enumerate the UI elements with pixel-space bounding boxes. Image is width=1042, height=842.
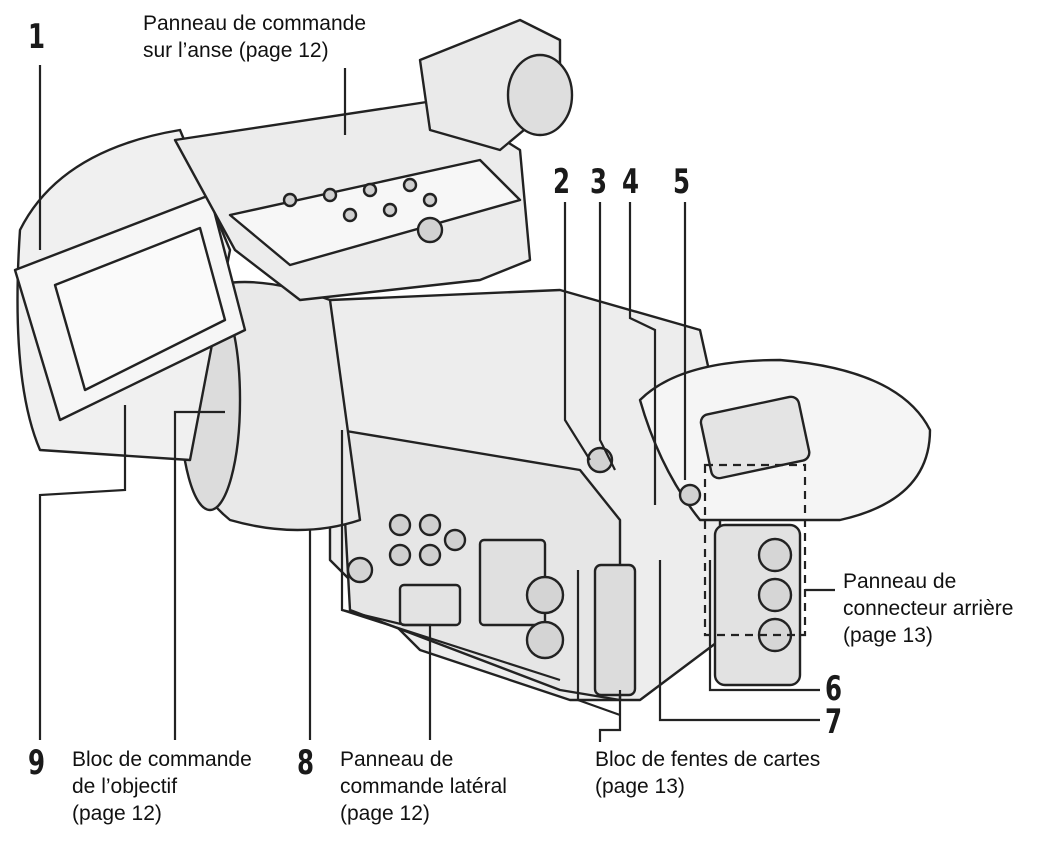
callout-4: 4 [622, 162, 640, 202]
callout-5: 5 [673, 162, 691, 202]
label-rear-panel-line2: connecteur arrière [843, 597, 1014, 620]
label-side-panel-line1: Panneau de [340, 748, 454, 771]
callout-7: 7 [825, 702, 843, 742]
leader-4 [628, 202, 657, 505]
card-slot [593, 563, 637, 697]
callout-9: 9 [28, 743, 46, 783]
leader-lens [173, 410, 225, 740]
mic-tip [506, 53, 574, 137]
leader-6 [708, 560, 820, 692]
leader-side-bracket [341, 608, 561, 682]
handle-top [228, 158, 522, 267]
label-card-slot-line2: (page 13) [595, 775, 685, 798]
eyecup-window [699, 395, 811, 480]
leader-3 [598, 202, 616, 471]
leader-2 [563, 202, 591, 461]
callout-8: 8 [297, 743, 315, 783]
label-side-panel-line3: (page 12) [340, 802, 430, 825]
label-lens-block-line1: Bloc de commande [72, 748, 252, 771]
label-handle-panel-line1: Panneau de commande [143, 12, 366, 35]
lcd-screen [53, 226, 227, 392]
label-lens-block: Bloc de commande de l’objectif (page 12) [72, 746, 252, 827]
label-side-panel-line2: commande latéral [340, 775, 507, 798]
leader-lines [38, 65, 835, 742]
leader-7 [658, 560, 820, 722]
callout-1: 1 [28, 17, 46, 57]
rear-bracket [703, 463, 807, 637]
leader-side [340, 430, 432, 740]
card-bracket [576, 570, 621, 717]
callout-3: 3 [590, 162, 608, 202]
leader-card [598, 690, 622, 742]
label-rear-panel-line1: Panneau de [843, 570, 957, 593]
callout-6: 6 [825, 669, 843, 709]
leader-9 [38, 405, 127, 740]
label-card-slot: Bloc de fentes de cartes (page 13) [595, 746, 820, 800]
label-rear-panel-line3: (page 13) [843, 624, 933, 647]
label-lens-block-line3: (page 12) [72, 802, 162, 825]
label-handle-panel-line2: sur l’anse (page 12) [143, 39, 329, 62]
label-lens-block-line2: de l’objectif [72, 775, 178, 798]
callout-2: 2 [553, 162, 571, 202]
label-rear-panel: Panneau de connecteur arrière (page 13) [843, 568, 1013, 649]
label-handle-panel: Panneau de commande sur l’anse (page 12) [143, 10, 366, 64]
label-side-panel: Panneau de commande latéral (page 12) [340, 746, 507, 827]
label-card-slot-line1: Bloc de fentes de cartes [595, 748, 821, 771]
